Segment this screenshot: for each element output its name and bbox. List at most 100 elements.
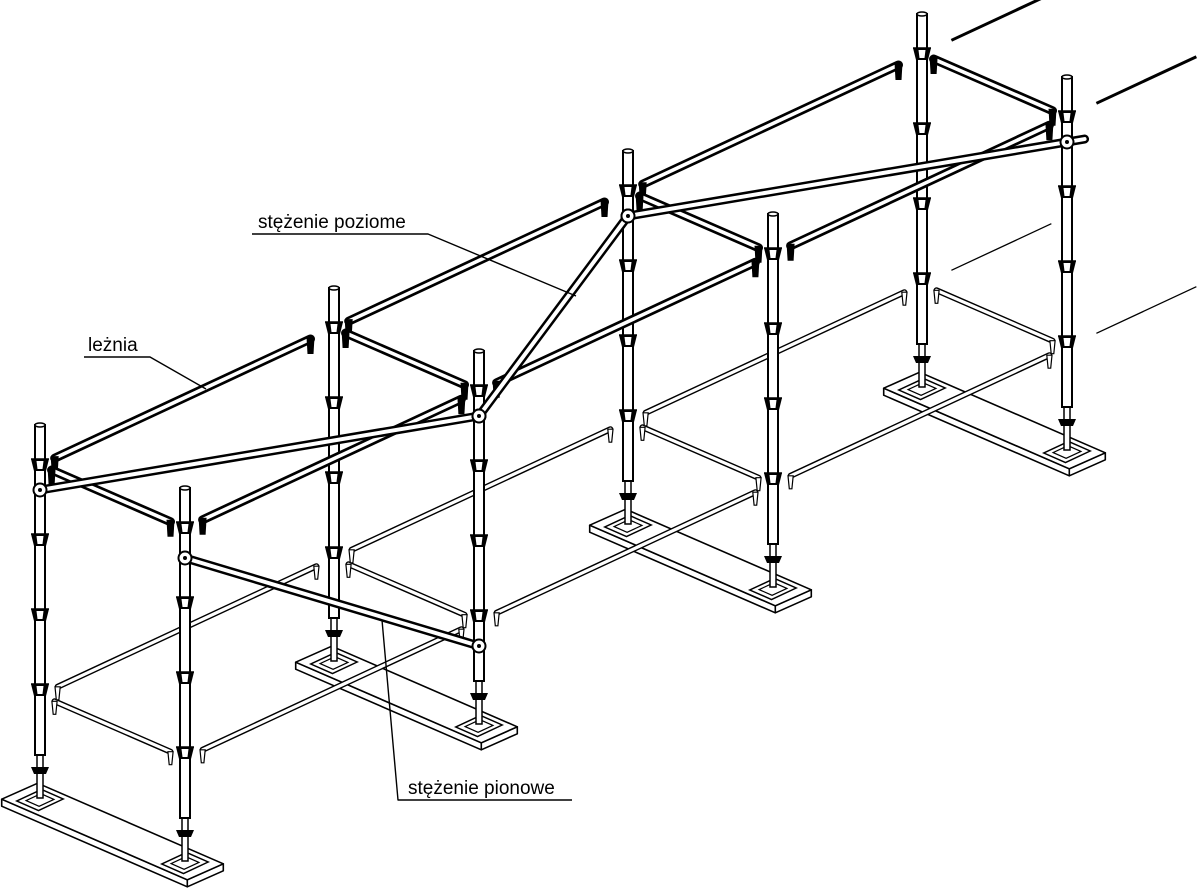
clamp-bolt bbox=[1065, 140, 1069, 144]
cup-coupler bbox=[470, 384, 488, 397]
base-plates bbox=[14, 377, 1093, 875]
coupler-highlight bbox=[769, 475, 777, 483]
cup-coupler bbox=[1058, 185, 1076, 198]
cup-coupler bbox=[913, 197, 931, 210]
lower-ledger-hook bbox=[755, 477, 762, 492]
clamp-bolt bbox=[183, 556, 187, 560]
base-plate bbox=[308, 651, 360, 675]
lower-ledger bbox=[933, 287, 1056, 355]
lower-ledger-hook bbox=[1046, 354, 1053, 369]
lower-ledger-hook bbox=[313, 565, 320, 580]
cup-coupler bbox=[619, 409, 637, 422]
cup-coupler bbox=[176, 521, 194, 534]
post-tube bbox=[34, 424, 46, 756]
lower-ledger-bore bbox=[52, 699, 173, 754]
post-tube bbox=[473, 350, 485, 682]
base-plate-inner bbox=[1051, 445, 1083, 459]
continuation-line-upper bbox=[950, 0, 1042, 42]
lower-ledger bbox=[199, 626, 465, 764]
braces bbox=[32, 134, 1090, 654]
cup-coupler bbox=[325, 546, 343, 559]
coupler-highlight bbox=[624, 262, 632, 270]
base-plate bbox=[453, 714, 505, 738]
standard-post bbox=[470, 348, 488, 725]
ledger-hook bbox=[198, 517, 207, 535]
base-planks bbox=[0, 371, 1107, 888]
upper-ledger bbox=[786, 120, 1054, 261]
coupler-highlight bbox=[475, 462, 483, 470]
cup-coupler bbox=[31, 683, 49, 696]
ledger-hook bbox=[306, 337, 315, 354]
lower-ledger bbox=[345, 561, 468, 629]
ledger-hook bbox=[600, 200, 609, 217]
plank-top bbox=[0, 782, 225, 881]
labels: stężenie poziome leżnia stężenie pionowe bbox=[84, 212, 577, 801]
lower-ledger-hook bbox=[642, 412, 649, 427]
base-jack bbox=[475, 680, 483, 725]
base-jack bbox=[36, 754, 44, 799]
post-top-end bbox=[622, 148, 634, 154]
cup-coupler bbox=[764, 397, 782, 410]
cup-coupler bbox=[619, 184, 637, 197]
post-tube bbox=[179, 487, 191, 819]
coupler-highlight bbox=[181, 524, 189, 532]
continuation-line-lower bbox=[951, 223, 1052, 271]
base-plate-inner bbox=[757, 582, 789, 596]
coupler-highlight bbox=[918, 125, 926, 133]
ledger-hook bbox=[786, 243, 795, 261]
ledger-hook bbox=[751, 260, 760, 278]
base-plate-inner bbox=[612, 519, 644, 533]
upper-ledger-bore bbox=[200, 397, 464, 522]
horizontal-brace-bore bbox=[626, 137, 1087, 218]
lower-ledger-hook bbox=[752, 491, 759, 506]
horizontal-brace bbox=[620, 134, 1090, 224]
lower-ledger bbox=[493, 489, 759, 627]
lower-ledger-hook bbox=[348, 549, 355, 564]
post-tube bbox=[1061, 76, 1073, 408]
upper-ledger-bore bbox=[637, 194, 761, 250]
clamp-bolt bbox=[477, 414, 481, 418]
lower-ledger bbox=[51, 698, 174, 766]
coupler-highlight bbox=[330, 324, 338, 332]
cup-coupler bbox=[31, 458, 49, 471]
base-plate-inner bbox=[24, 793, 56, 807]
lower-ledger-bore bbox=[640, 425, 761, 480]
cup-coupler bbox=[31, 608, 49, 621]
coupler-highlight bbox=[1063, 263, 1071, 271]
lower-ledger-bore bbox=[789, 353, 1051, 478]
ledger-hook bbox=[341, 331, 350, 348]
cup-coupler bbox=[913, 47, 931, 60]
coupler-highlight bbox=[918, 200, 926, 208]
cup-coupler bbox=[470, 459, 488, 472]
cup-coupler bbox=[31, 533, 49, 546]
lower-ledger-hook bbox=[933, 289, 940, 304]
standard-post bbox=[764, 211, 782, 588]
coupler-highlight bbox=[330, 399, 338, 407]
standard-post bbox=[176, 485, 194, 862]
label-ledger: leżnia bbox=[88, 335, 138, 356]
jack-wing-nut bbox=[619, 493, 637, 500]
coupler-highlight bbox=[330, 474, 338, 482]
cup-coupler bbox=[176, 671, 194, 684]
ledger-hook bbox=[1045, 123, 1054, 141]
lower-ledger-hook bbox=[51, 700, 58, 715]
base-plate bbox=[747, 577, 799, 601]
cup-coupler bbox=[325, 396, 343, 409]
cup-coupler bbox=[764, 472, 782, 485]
jack-wing-nut bbox=[31, 767, 49, 774]
lower-ledger-bore bbox=[346, 562, 467, 617]
lower-ledger-hook bbox=[345, 563, 352, 578]
cup-coupler bbox=[913, 272, 931, 285]
coupler-highlight bbox=[1063, 338, 1071, 346]
label-horizontal-bracing: stężenie poziome bbox=[258, 212, 406, 233]
coupler-highlight bbox=[181, 749, 189, 757]
cup-coupler bbox=[619, 259, 637, 272]
lower-ledger-hook bbox=[493, 612, 500, 627]
clamp-bolt bbox=[38, 488, 42, 492]
upper-ledger-bore bbox=[49, 468, 173, 524]
post-top-end bbox=[767, 211, 779, 217]
lower-ledger-hook bbox=[167, 751, 174, 766]
ledger-hook bbox=[894, 63, 903, 80]
lower-ledger-bore bbox=[201, 627, 463, 752]
coupler-highlight bbox=[475, 612, 483, 620]
